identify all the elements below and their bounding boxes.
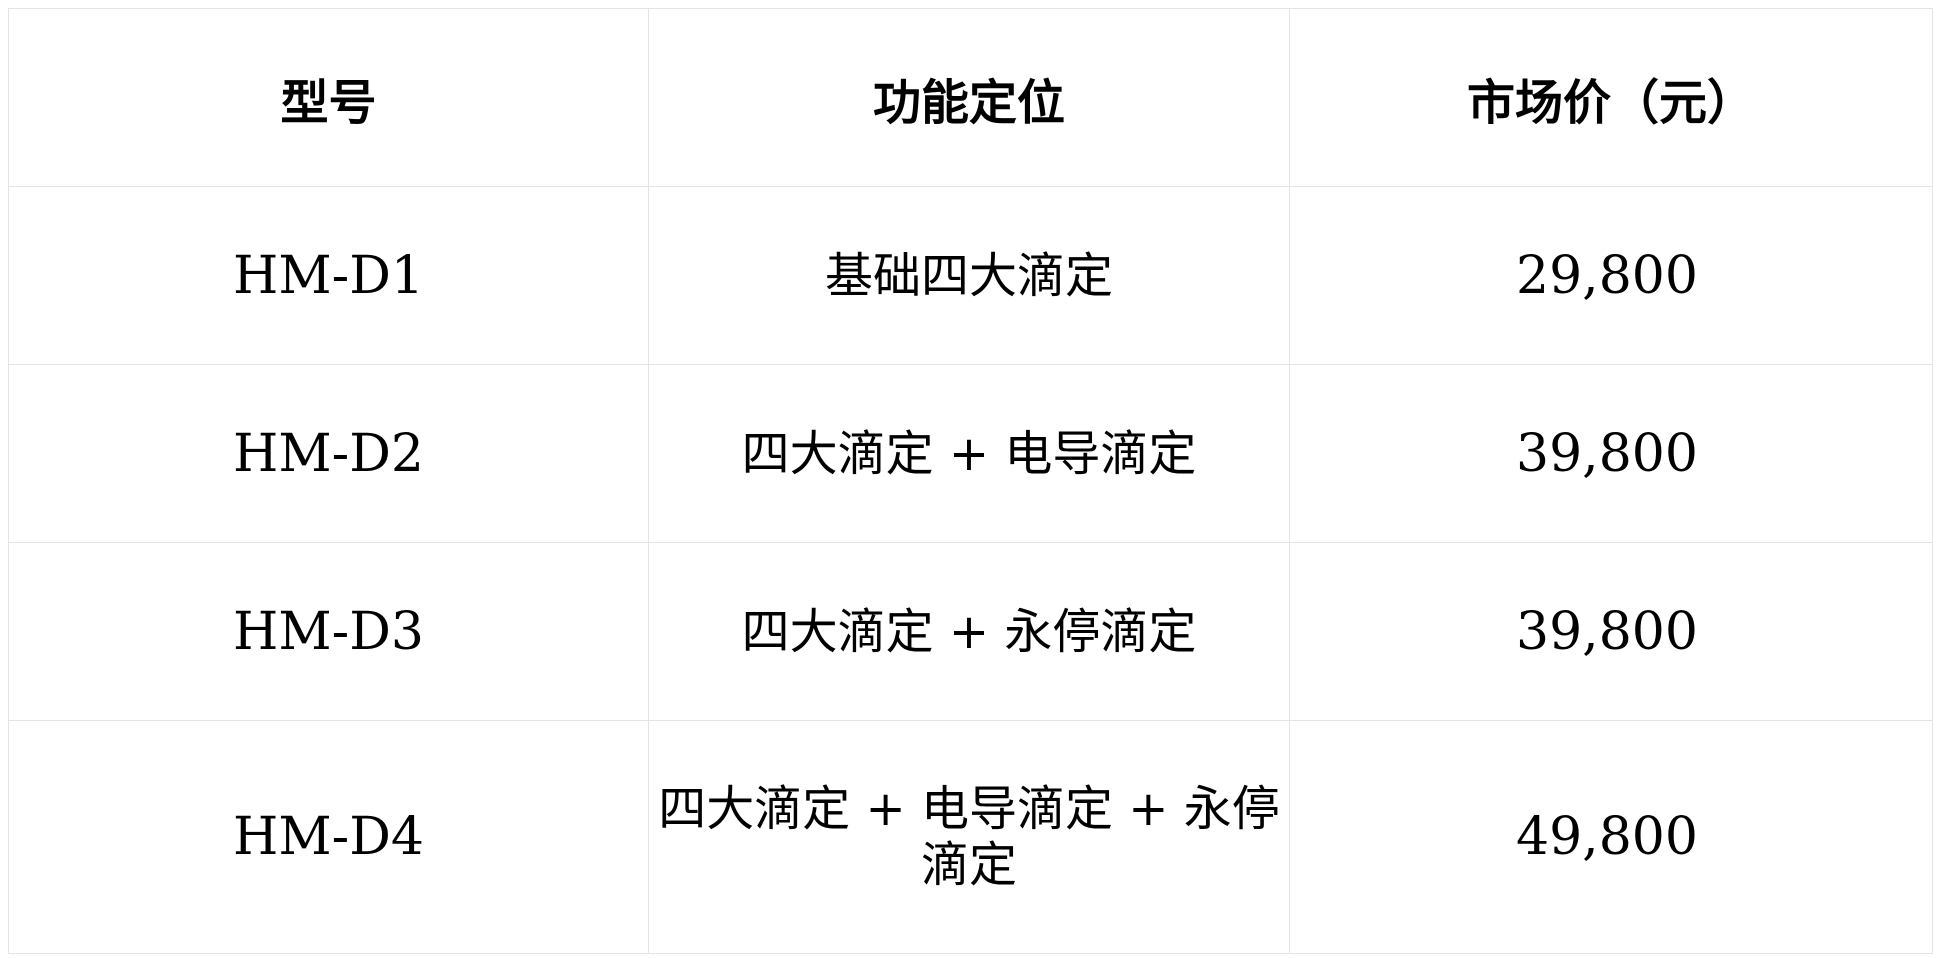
table-row: HM-D3 四大滴定 + 永停滴定 39,800 — [8, 542, 1933, 721]
function-cell: 四大滴定 + 永停滴定 — [648, 542, 1290, 721]
price-cell: 49,800 — [1289, 720, 1933, 954]
header-model: 型号 — [8, 8, 649, 187]
model-cell: HM-D1 — [8, 186, 649, 365]
header-row: 型号 功能定位 市场价（元） — [8, 8, 1933, 187]
price-table: 型号 功能定位 市场价（元） HM-D1 基础四大滴定 29,800 HM-D2… — [8, 8, 1933, 954]
table-row: HM-D4 四大滴定 + 电导滴定 + 永停滴定 49,800 — [8, 720, 1933, 954]
model-cell: HM-D4 — [8, 720, 649, 954]
table-row: HM-D2 四大滴定 + 电导滴定 39,800 — [8, 364, 1933, 543]
model-cell: HM-D3 — [8, 542, 649, 721]
function-cell: 四大滴定 + 电导滴定 + 永停滴定 — [648, 720, 1290, 954]
header-price: 市场价（元） — [1289, 8, 1933, 187]
table-row: HM-D1 基础四大滴定 29,800 — [8, 186, 1933, 365]
price-cell: 39,800 — [1289, 364, 1933, 543]
model-cell: HM-D2 — [8, 364, 649, 543]
function-cell: 基础四大滴定 — [648, 186, 1290, 365]
price-cell: 39,800 — [1289, 542, 1933, 721]
price-cell: 29,800 — [1289, 186, 1933, 365]
function-cell: 四大滴定 + 电导滴定 — [648, 364, 1290, 543]
header-function: 功能定位 — [648, 8, 1290, 187]
